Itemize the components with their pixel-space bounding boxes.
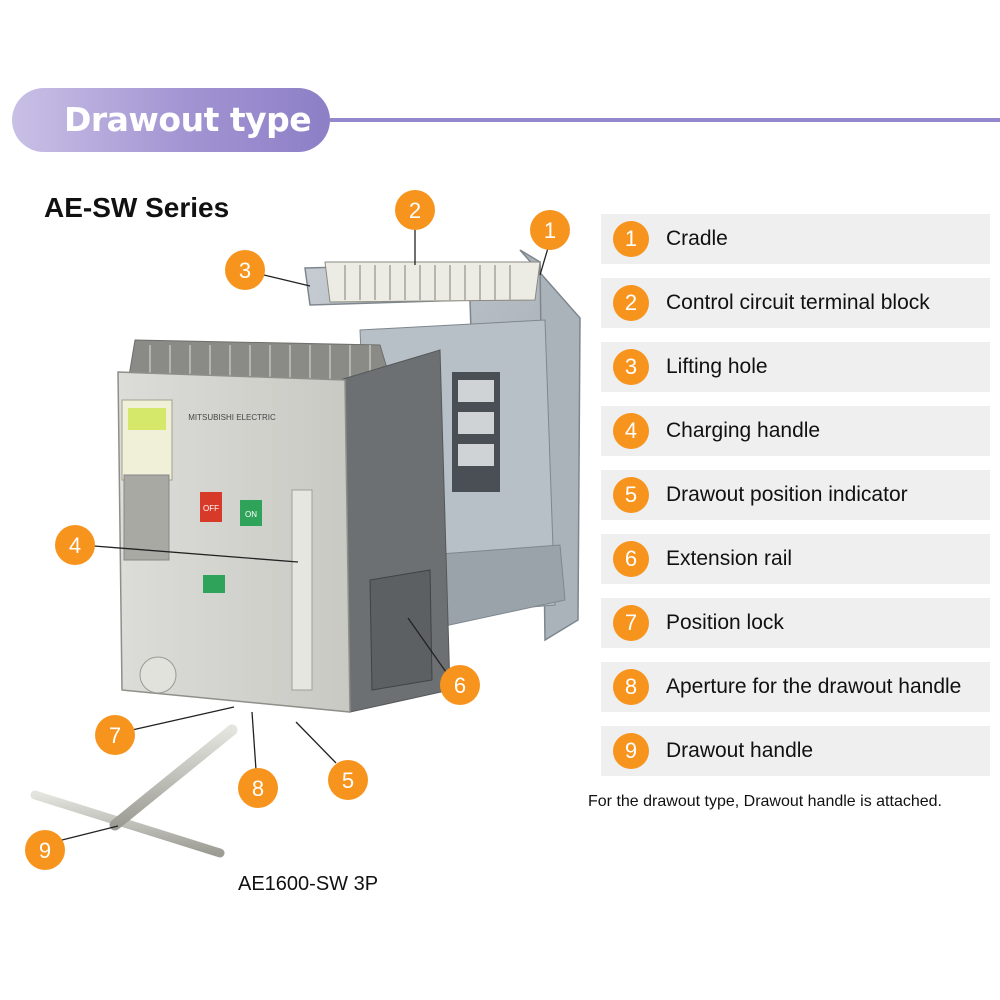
callout-6: 6 [440,665,480,705]
legend-item: 6 Extension rail [601,534,990,584]
legend-item: 3 Lifting hole [601,342,990,392]
breaker-front: OFF ON MITSUBISHI ELECTRIC [117,371,351,713]
banner-divider [330,118,1000,122]
legend-label: Position lock [666,611,784,634]
legend-number-badge: 3 [613,349,649,385]
callout-5: 5 [328,760,368,800]
legend-item: 1 Cradle [601,214,990,264]
callout-8: 8 [238,768,278,808]
legend-label: Lifting hole [666,355,768,378]
legend-item: 7 Position lock [601,598,990,648]
legend-label: Control circuit terminal block [666,291,930,314]
svg-text:6: 6 [454,673,466,698]
legend-label: Drawout position indicator [666,483,908,506]
on-button [240,500,262,526]
legend-number-badge: 2 [613,285,649,321]
svg-text:5: 5 [342,768,354,793]
charging-handle [291,489,313,691]
legend-item: 9 Drawout handle [601,726,990,776]
svg-text:2: 2 [409,198,421,223]
attachment-note: For the drawout type, Drawout handle is … [588,793,942,810]
legend-number-badge: 7 [613,605,649,641]
callout-1: 1 [530,210,570,250]
extension-rail [369,569,433,691]
legend-number-badge: 6 [613,541,649,577]
brand-label: MITSUBISHI ELECTRIC [188,413,276,422]
legend-label: Drawout handle [666,739,814,762]
legend-item: 8 Aperture for the drawout handle [601,662,990,712]
svg-text:8: 8 [252,776,264,801]
drawout-handle [30,724,238,858]
callout-4: 4 [55,525,95,565]
off-button [200,492,222,522]
series-title: AE-SW Series [44,192,230,223]
legend-label: Charging handle [666,419,821,442]
svg-text:4: 4 [69,533,81,558]
legend-number-badge: 9 [613,733,649,769]
callout-2: 2 [395,190,435,230]
legend-item: 4 Charging handle [601,406,990,456]
terminal-block [324,261,541,303]
legend-item: 2 Control circuit terminal block [601,278,990,328]
leader-lines [61,228,549,841]
callout-7: 7 [95,715,135,755]
legend-number-badge: 1 [613,221,649,257]
legend-number-badge: 5 [613,477,649,513]
legend-label: Aperture for the drawout handle [666,675,962,698]
section-title: Drawout type [64,100,312,139]
section-banner: Drawout type [12,88,330,152]
off-label: OFF [203,504,219,513]
legend-number-badge: 4 [613,413,649,449]
legend-item: 5 Drawout position indicator [601,470,990,520]
legend-number-badge: 8 [613,669,649,705]
model-caption: AE1600-SW 3P [238,873,379,895]
svg-text:3: 3 [239,258,251,283]
svg-text:1: 1 [544,218,556,243]
callout-3: 3 [225,250,265,290]
legend-label: Extension rail [666,547,793,570]
on-label: ON [245,510,257,519]
svg-text:9: 9 [39,838,51,863]
legend-label: Cradle [666,227,728,250]
svg-text:7: 7 [109,723,121,748]
callout-9: 9 [25,830,65,870]
